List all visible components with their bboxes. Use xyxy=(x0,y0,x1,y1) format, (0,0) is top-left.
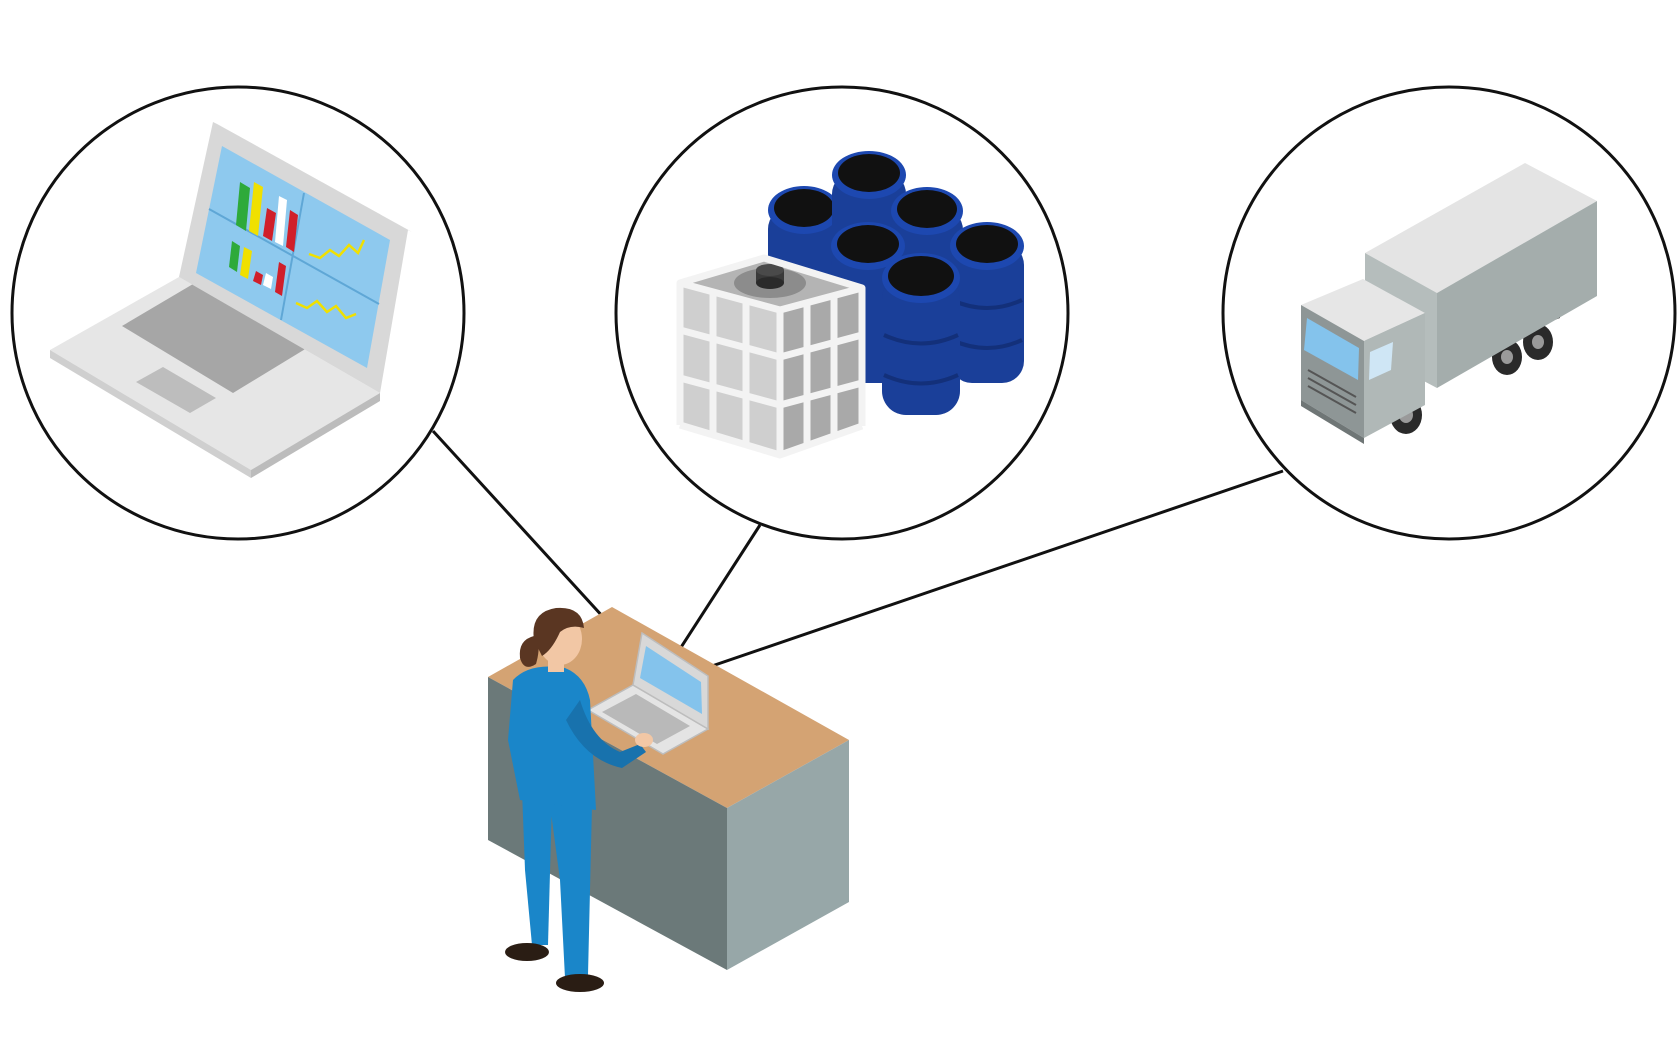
ibc-tote-and-drums-icon xyxy=(676,151,1024,459)
box-truck-icon xyxy=(1301,163,1597,444)
worker-shoe-left xyxy=(505,943,549,961)
drum-front xyxy=(882,253,960,415)
line-chart-lower xyxy=(295,299,357,320)
bubble-containers xyxy=(614,85,1070,541)
bubble-delivery-truck xyxy=(1221,85,1677,541)
bar-chart-lower xyxy=(229,241,286,296)
warehouse-worker xyxy=(505,607,653,992)
connector-line-containers xyxy=(665,524,762,670)
bar-chart-upper xyxy=(236,182,298,252)
desk-laptop xyxy=(586,631,710,755)
connector-line-truck xyxy=(667,469,1284,683)
worker-shoe-right xyxy=(556,974,604,992)
worker-hand xyxy=(635,733,653,747)
line-chart-upper xyxy=(308,239,366,260)
ibc-tote xyxy=(676,254,866,459)
laptop-analytics-icon xyxy=(50,122,412,478)
drum-middle-right xyxy=(950,222,1024,383)
bubble-dashboard-laptop xyxy=(10,85,466,541)
